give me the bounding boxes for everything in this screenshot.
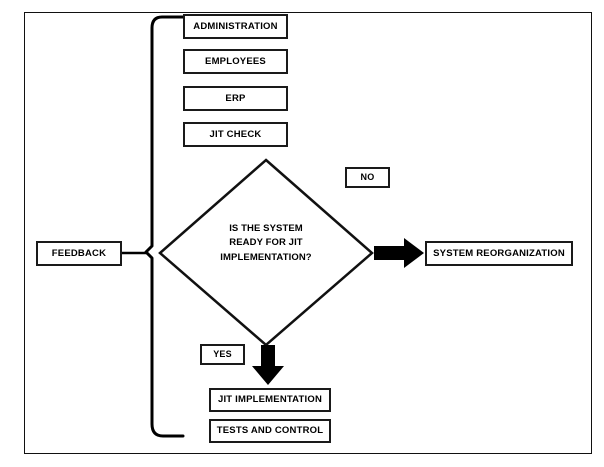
node-jit-check[interactable]: JIT CHECK <box>183 122 288 147</box>
node-jit-implementation-label: JIT IMPLEMENTATION <box>217 394 323 406</box>
node-feedback[interactable]: FEEDBACK <box>36 241 122 266</box>
node-feedback-label: FEEDBACK <box>51 247 107 259</box>
yes-branch-arrow <box>252 345 284 385</box>
feedback-bracket-path <box>144 15 185 438</box>
node-erp[interactable]: ERP <box>183 86 288 111</box>
decision-line-1: IS THE SYSTEM <box>229 223 303 234</box>
no-branch-arrow <box>374 238 424 268</box>
node-jit-implementation[interactable]: JIT IMPLEMENTATION <box>209 388 331 412</box>
node-system-reorganization-label: SYSTEM REORGANIZATION <box>433 247 565 259</box>
decision-line-3: IMPLEMENTATION? <box>220 251 312 263</box>
node-jit-check-label: JIT CHECK <box>209 128 262 140</box>
node-yes-label-box[interactable]: YES <box>200 344 245 365</box>
node-erp-label: ERP <box>225 92 246 104</box>
node-system-reorganization[interactable]: SYSTEM REORGANIZATION <box>425 241 573 266</box>
decision-diamond-label: IS THE SYSTEM READY FOR JIT IMPLEMENTATI… <box>196 222 336 265</box>
decision-line-2: READY FOR JIT <box>229 237 303 249</box>
node-administration[interactable]: ADMINISTRATION <box>183 14 288 39</box>
node-no-label-box[interactable]: NO <box>345 167 390 188</box>
node-tests-and-control[interactable]: TESTS AND CONTROL <box>209 419 331 443</box>
no-branch-label: NO <box>360 171 375 182</box>
node-employees[interactable]: EMPLOYEES <box>183 49 288 74</box>
node-administration-label: ADMINISTRATION <box>193 20 278 32</box>
yes-branch-label: YES <box>213 348 232 359</box>
node-tests-and-control-label: TESTS AND CONTROL <box>216 425 324 437</box>
node-employees-label: EMPLOYEES <box>205 55 266 67</box>
